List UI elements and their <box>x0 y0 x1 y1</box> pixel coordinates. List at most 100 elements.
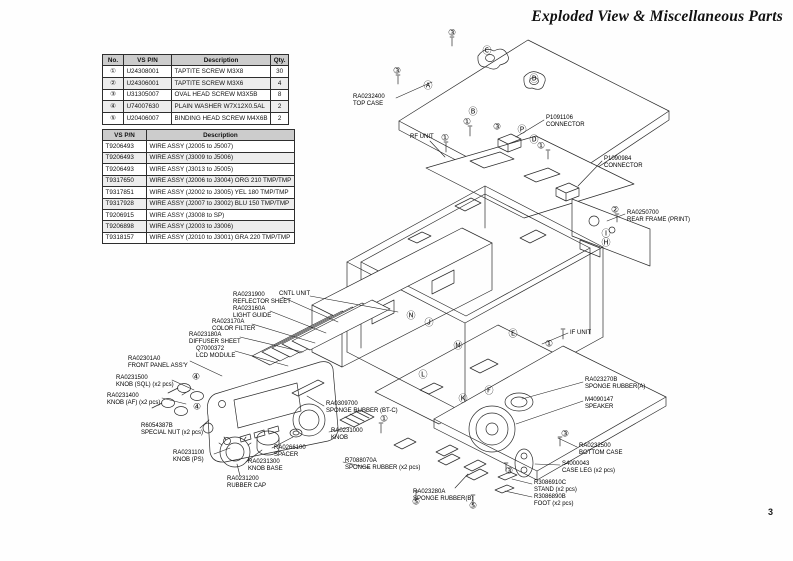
callout-marker: Ⓐ <box>423 81 433 92</box>
callout-marker: Ⓟ <box>517 125 527 136</box>
page-title: Exploded View & Miscellaneous Parts <box>531 8 783 25</box>
part-name: KNOB BASE <box>248 465 283 472</box>
table-cell: WIRE ASSY (J2003 to J3006) <box>146 220 295 233</box>
table-cell: T9317851 <box>102 186 147 199</box>
part-number: RA0250700 <box>627 210 659 216</box>
part-name: STAND (x2 pcs) <box>534 486 577 493</box>
callout-marker: ① <box>544 339 554 350</box>
bottom-case-drawing <box>393 345 667 494</box>
part-number: RA0231400 <box>107 393 139 399</box>
part-label-if-unit: IF UNIT <box>570 330 591 337</box>
callout-marker: ⑤ <box>411 497 421 508</box>
part-name: SPONGE RUBBER (x2 pcs) <box>345 464 421 471</box>
part-number: RA023180A <box>189 332 222 338</box>
table-cell: T9206898 <box>102 220 147 233</box>
part-name: IF UNIT <box>570 330 591 336</box>
callout-marker: Ⓓ <box>529 135 539 146</box>
table-cell: WIRE ASSY (J3013 to J5005) <box>146 163 295 176</box>
part-number: R3086910C <box>534 480 567 486</box>
part-name: REAR FRAME (PRINT) <box>627 216 690 223</box>
callout-marker: ③ <box>392 66 402 77</box>
table-cell: 2 <box>270 100 290 114</box>
part-name: CASE LEG (x2 pcs) <box>562 467 616 474</box>
callout-marker: Ⓝ <box>406 311 416 322</box>
column-header: VS P/N <box>102 128 147 142</box>
callout-marker: ① <box>536 141 546 152</box>
callout-marker: ② <box>610 205 620 216</box>
table-cell: U31305007 <box>123 88 172 102</box>
table-cell: T9317928 <box>102 197 147 210</box>
table-cell: U24306001 <box>123 77 172 90</box>
part-name: FRONT PANEL ASS'Y <box>128 362 188 369</box>
table-cell: ① <box>102 65 124 79</box>
part-name: SPACER <box>274 451 299 458</box>
table-cell: U24308001 <box>123 65 172 79</box>
callout-marker: Ⓗ <box>601 238 611 249</box>
table-cell: WIRE ASSY (J2007 to J3002) BLU 150 TMP/T… <box>146 197 295 210</box>
part-number: RA02301A0 <box>128 356 161 362</box>
part-number: M4090147 <box>585 397 614 403</box>
table-cell: U74007630 <box>123 100 172 114</box>
part-number: RA023280A <box>413 489 446 495</box>
column-header: Description <box>170 53 272 67</box>
front-panel-drawing <box>206 361 339 463</box>
part-number: RA023160A <box>233 306 266 312</box>
callout-marker: Ⓛ <box>418 370 428 381</box>
part-number: P1091106 <box>546 115 573 121</box>
part-label-rf-unit: RF UNIT <box>410 134 434 141</box>
part-name: CONNECTOR <box>546 121 585 128</box>
part-number: RA0232400 <box>353 94 385 100</box>
table-cell: T9206493 <box>102 163 147 176</box>
callout-marker: Ⓘ <box>601 229 611 240</box>
part-name: FOOT (x2 pcs) <box>534 500 574 507</box>
part-name: KNOB (PS) <box>173 456 204 463</box>
table-cell: WIRE ASSY (J3009 to J5006) <box>146 151 295 165</box>
part-number: RA0266100 <box>274 445 306 451</box>
callout-marker: ④ <box>191 372 201 383</box>
part-name: SPONGE RUBBER(A) <box>585 383 646 390</box>
part-number: RA0231000 <box>331 428 363 434</box>
part-name: KNOB (AF) (x2 pcs) <box>107 399 161 406</box>
rear-frame-drawing <box>571 198 651 267</box>
callout-marker: ③ <box>492 122 502 133</box>
page-number: 3 <box>768 507 774 517</box>
part-number: R6054387B <box>141 423 173 429</box>
callout-marker: ① <box>379 414 389 425</box>
part-number: Q7000372 <box>196 346 225 352</box>
table-cell: WIRE ASSY (J2005 to J5007) <box>146 140 295 153</box>
callout-marker: Ⓚ <box>458 394 468 405</box>
table-cell: TAPTITE SCREW M3X6 <box>170 77 272 90</box>
table-cell: 2 <box>270 112 290 125</box>
part-number: RA0231200 <box>227 476 259 482</box>
part-name: SPONGE RUBBER(B) <box>413 495 474 502</box>
part-name: KNOB <box>331 434 349 441</box>
